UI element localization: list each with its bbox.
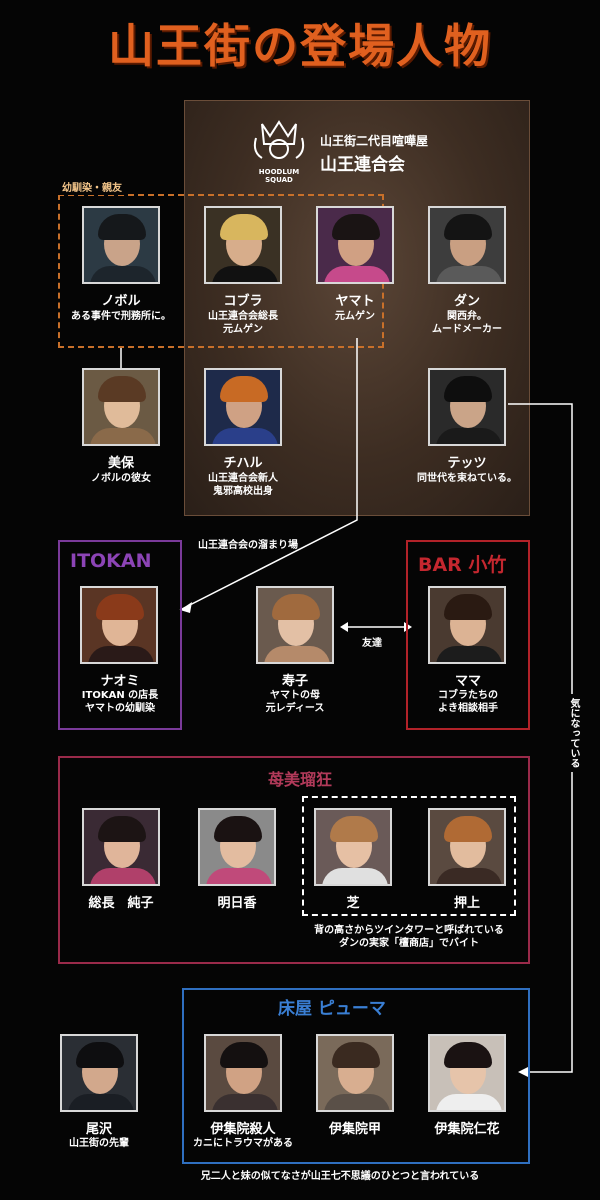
photo-ijuin-kou	[316, 1034, 394, 1112]
photo-tettsu	[428, 368, 506, 446]
bar-kotake-title: BAR 小竹	[418, 554, 507, 576]
photo-noboru	[82, 206, 160, 284]
itokan-box	[58, 540, 182, 730]
name-chiharu: チハル	[223, 456, 263, 471]
desc-kotobuki-2: 元レディース	[265, 703, 325, 714]
desc-dan-2: ムードメーカー	[432, 324, 502, 335]
name-naomi: ナオミ	[100, 674, 140, 689]
hoodlum-squad-emblem	[248, 118, 310, 174]
photo-dan	[428, 206, 506, 284]
name-miho: 美保	[107, 456, 134, 471]
name-noboru: ノボル	[101, 294, 141, 309]
friends-note: 友達	[362, 638, 382, 649]
desc-naomi-2: ヤマトの幼馴染	[85, 703, 155, 714]
photo-shiba	[314, 808, 392, 886]
hangout-note: 山王連合会の溜まり場	[198, 540, 298, 551]
desc-chiharu-2: 鬼邪高校出身	[213, 486, 273, 497]
photo-yamato	[316, 206, 394, 284]
photo-miho	[82, 368, 160, 446]
photo-oshiage	[428, 808, 506, 886]
desc-tettsu: 同世代を束ねている。	[417, 473, 517, 484]
desc-chiharu-1: 山王連合会新人	[208, 473, 278, 484]
bar-kotake-box	[406, 540, 530, 730]
tokoya-puma-box	[182, 988, 530, 1164]
name-junko: 総長 純子	[88, 896, 154, 911]
ichigo-birukyo-title: 苺美瑠狂	[267, 770, 332, 789]
photo-ozawa	[60, 1034, 138, 1112]
name-kobura: コブラ	[223, 294, 263, 309]
desc-ijuin-satsujin: カニにトラウマがある	[193, 1138, 293, 1149]
ichigo-birukyo-box	[58, 756, 530, 964]
photo-kotobuki	[256, 586, 334, 664]
desc-mama-1: コブラたちの	[438, 690, 498, 701]
desc-mama-2: よき相談相手	[438, 703, 498, 714]
name-ijuin-kou: 伊集院甲	[328, 1122, 381, 1137]
name-yamato: ヤマト	[335, 294, 375, 309]
desc-dan-1: 関西弁。	[447, 311, 487, 322]
desc-kotobuki-1: ヤマトの母	[270, 690, 320, 701]
photo-ijuin-nika	[428, 1034, 506, 1112]
name-ijuin-satsujin: 伊集院殺人	[210, 1122, 276, 1137]
desc-noboru: ある事件で刑務所に。	[71, 311, 171, 322]
emblem-text: HOODLUM SQUAD	[258, 168, 300, 184]
photo-asuka	[198, 808, 276, 886]
name-tettsu: テッツ	[447, 456, 487, 471]
name-asuka: 明日香	[217, 896, 257, 911]
siblings-note: 兄二人と妹の似てなさが山王七不思議のひとつと言われている	[200, 1171, 480, 1182]
desc-yamato: 元ムゲン	[335, 311, 375, 322]
photo-chiharu	[204, 368, 282, 446]
desc-miho: ノボルの彼女	[91, 473, 151, 484]
name-ozawa: 尾沢	[85, 1122, 112, 1137]
twin-note-2: ダンの実家「檀商店」でバイト	[339, 938, 479, 949]
childhood-friends-label: 幼馴染・親友	[58, 178, 126, 195]
desc-kobura-1: 山王連合会総長	[208, 311, 278, 322]
photo-mama	[428, 586, 506, 664]
photo-naomi	[80, 586, 158, 664]
photo-kobura	[204, 206, 282, 284]
twin-note-1: 背の高さからツインタワーと呼ばれている	[314, 925, 504, 936]
tokoya-puma-title: 床屋 ピューマ	[278, 999, 386, 1019]
page-title: 山王街の登場人物	[108, 19, 492, 73]
name-kotobuki: 寿子	[281, 674, 308, 689]
photo-ijuin-satsujin	[204, 1034, 282, 1112]
sanno-name: 山王連合会	[320, 155, 405, 175]
name-oshiage: 押上	[453, 896, 480, 911]
twin-tower-box	[302, 796, 516, 916]
desc-kobura-2: 元ムゲン	[223, 324, 263, 335]
sanno-subtitle: 山王街二代目喧嘩屋	[320, 134, 429, 148]
kininatteiru-note: 気になっている	[565, 694, 579, 772]
name-dan: ダン	[453, 294, 480, 309]
desc-ozawa: 山王街の先輩	[69, 1138, 129, 1149]
photo-junko	[82, 808, 160, 886]
name-shiba: 芝	[346, 896, 360, 911]
name-ijuin-nika: 伊集院仁花	[434, 1122, 500, 1137]
name-mama: ママ	[454, 674, 481, 689]
desc-naomi-1: ITOKAN の店長	[81, 690, 159, 701]
itokan-title: ITOKAN	[70, 550, 152, 572]
